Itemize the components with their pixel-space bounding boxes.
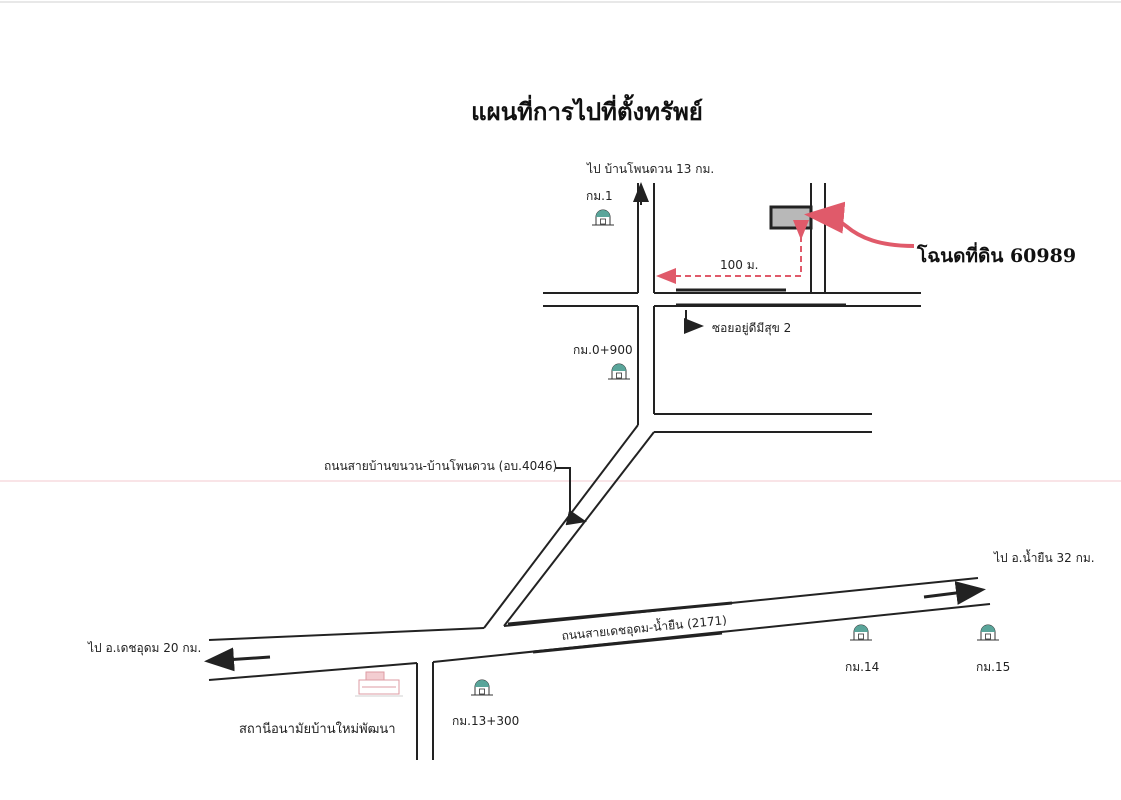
land-parcel [769,205,813,230]
health-station-label: สถานีอนามัยบ้านใหม่พัฒนา [239,721,396,737]
distance-label: 100 ม. [720,258,758,272]
soi-name-label: ซอยอยู่ดีมีสุข 2 [712,321,791,336]
km-post-icon [591,209,615,226]
km-post-icon [849,624,873,641]
km-post-icon [607,363,631,380]
km0-900-label: กม.0+900 [573,343,633,357]
map-title: แผนที่การไปที่ตั้งทรัพย์ [471,93,703,126]
deed-label: โฉนดที่ดิน 60989 [916,242,1076,267]
soi-pointer-arrow-icon [684,310,704,334]
to-det-udom-label: ไป อ.เดชอุดม 20 กม. [87,641,201,656]
road-accents [507,288,846,654]
km15-label: กม.15 [976,660,1010,674]
road-4046-pointer-arrow-icon [556,467,587,526]
km13-300-label: กม.13+300 [452,714,519,728]
health-station-icon [355,671,403,697]
roads [208,183,991,760]
deed-pointer-arrow-icon [804,201,915,248]
km14-label: กม.14 [845,660,879,674]
diagonal-east-edge [503,431,655,627]
west-arrow-icon [204,647,271,672]
to-ban-phon-duan-label: ไป บ้านโพนดวน 13 กม. [586,162,714,176]
distance-path [656,220,809,284]
east-arrow-icon [923,581,986,605]
road-4046-label: ถนนสายบ้านขนวน-บ้านโพนดวน (อบ.4046) [324,459,557,473]
km-post-icon [976,624,1000,641]
highway-upper-left-edge [208,627,485,641]
diagonal-west-edge [483,424,639,629]
to-chiang-yuen-label: ไป อ.น้ำยืน 32 กม. [993,549,1095,565]
highway-lower-left-edge [208,662,418,681]
km1-label: กม.1 [586,189,613,203]
km-post-icon [470,679,494,696]
